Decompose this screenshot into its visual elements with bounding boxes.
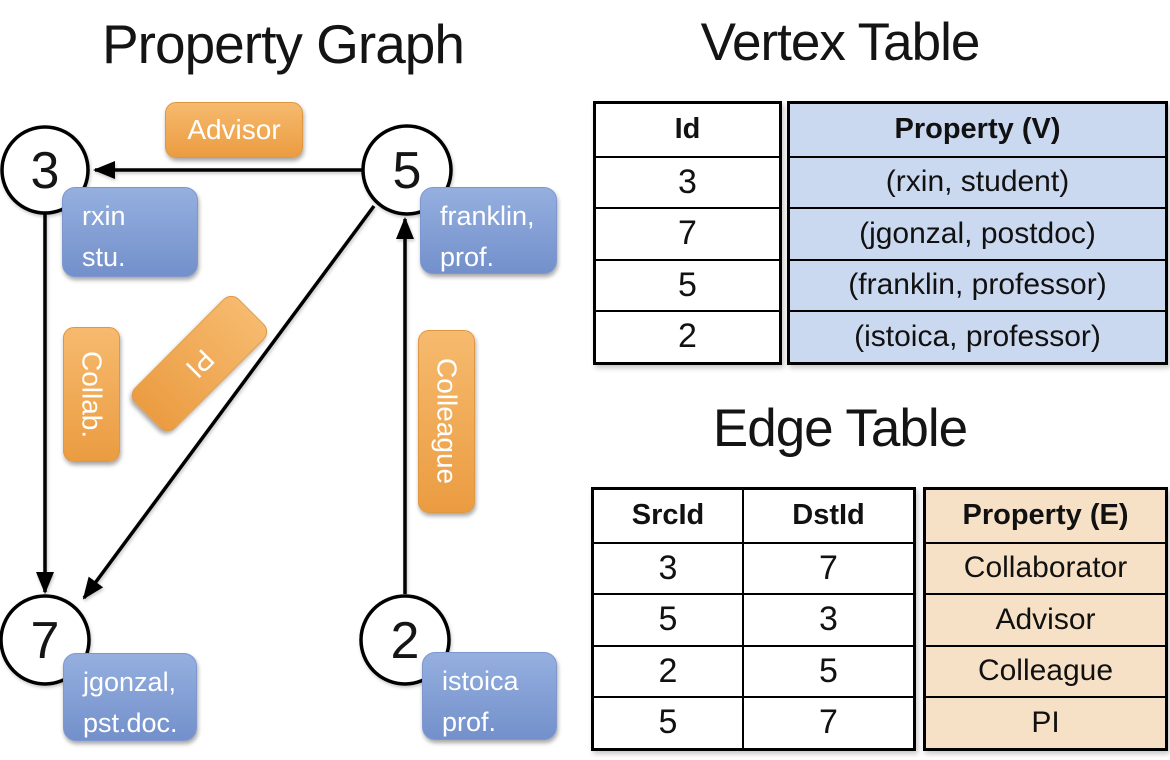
vertex-id-3: 3	[31, 142, 60, 200]
vertex-table: Id 3 7 5 2 Property (V) (rxin, student) …	[593, 101, 1168, 365]
vertex-prop-line: prof.	[440, 241, 495, 272]
edge-table-src-cell: 2	[594, 644, 742, 697]
edge-table-header-dstid: DstId	[742, 490, 913, 542]
vertex-table-id-cell: 5	[596, 258, 779, 311]
edge-property-column: Property (E) Collaborator Advisor Collea…	[923, 487, 1168, 751]
vertex-table-property-cell: (franklin, professor)	[790, 258, 1165, 311]
edge-table-src-cell: 3	[594, 541, 742, 594]
edge-table-dst-cell: 7	[742, 541, 913, 593]
vertex-id-column: Id 3 7 5 2	[593, 101, 782, 365]
edge-table-property-cell: Collaborator	[926, 541, 1165, 594]
vertex-prop-line: prof.	[442, 706, 497, 737]
edge-label-collab: Collab.	[63, 327, 120, 462]
edge-table-src-cell: 5	[594, 593, 742, 645]
vertex-table-header-property: Property (V)	[894, 113, 1061, 146]
vertex-prop-line: stu.	[82, 241, 126, 272]
edge-table-property-cell: Advisor	[926, 593, 1165, 645]
vertex-table-title: Vertex Table	[700, 13, 981, 72]
edge-table-header-srcid: SrcId	[631, 499, 705, 532]
vertex-table-id-cell: 3	[596, 155, 779, 208]
vertex-table-property-cell: (rxin, student)	[790, 155, 1165, 208]
vertex-prop-box-jgonzal: jgonzal, pst.doc.	[63, 653, 197, 741]
edge-ids-columns: SrcId DstId 3 7 5 3 2 5 5 7	[591, 487, 916, 751]
vertex-property-column: Property (V) (rxin, student) (jgonzal, p…	[787, 101, 1168, 365]
vertex-table-id-cell: 7	[596, 207, 779, 259]
vertex-id-7: 7	[31, 612, 60, 670]
vertex-prop-line: rxin	[82, 201, 126, 231]
edge-table: SrcId DstId 3 7 5 3 2 5 5 7 Property (E)…	[591, 487, 1168, 751]
vertex-id-2: 2	[391, 612, 420, 670]
edge-line-pi-5-to-7	[82, 204, 376, 600]
edge-label-advisor: Advisor	[165, 102, 303, 158]
vertex-table-header-id: Id	[674, 113, 701, 146]
edge-table-title: Edge Table	[712, 399, 968, 458]
vertex-prop-line: franklin,	[440, 201, 535, 231]
vertex-prop-box-franklin: franklin, prof.	[420, 187, 557, 274]
edge-label-colleague: Colleague	[418, 330, 475, 513]
vertex-prop-line: istoica	[442, 666, 519, 696]
property-graph-title: Property Graph	[101, 13, 465, 75]
edge-table-header-property: Property (E)	[962, 499, 1129, 532]
vertex-prop-box-istoica: istoica prof.	[422, 652, 557, 740]
edge-table-src-cell: 5	[594, 696, 742, 748]
edge-table-dst-cell: 3	[742, 593, 913, 645]
edge-table-dst-cell: 5	[742, 644, 913, 696]
vertex-prop-line: pst.doc.	[83, 707, 178, 738]
vertex-table-property-cell: (istoica, professor)	[790, 310, 1165, 362]
vertex-prop-box-rxin: rxin stu.	[62, 187, 198, 277]
vertex-table-property-cell: (jgonzal, postdoc)	[790, 207, 1165, 259]
edge-table-dst-cell: 7	[742, 696, 913, 748]
vertex-prop-line: jgonzal,	[83, 667, 177, 697]
vertex-id-5: 5	[393, 142, 422, 200]
edge-table-property-cell: Colleague	[926, 644, 1165, 697]
edge-table-property-cell: PI	[926, 696, 1165, 748]
vertex-table-id-cell: 2	[596, 310, 779, 362]
